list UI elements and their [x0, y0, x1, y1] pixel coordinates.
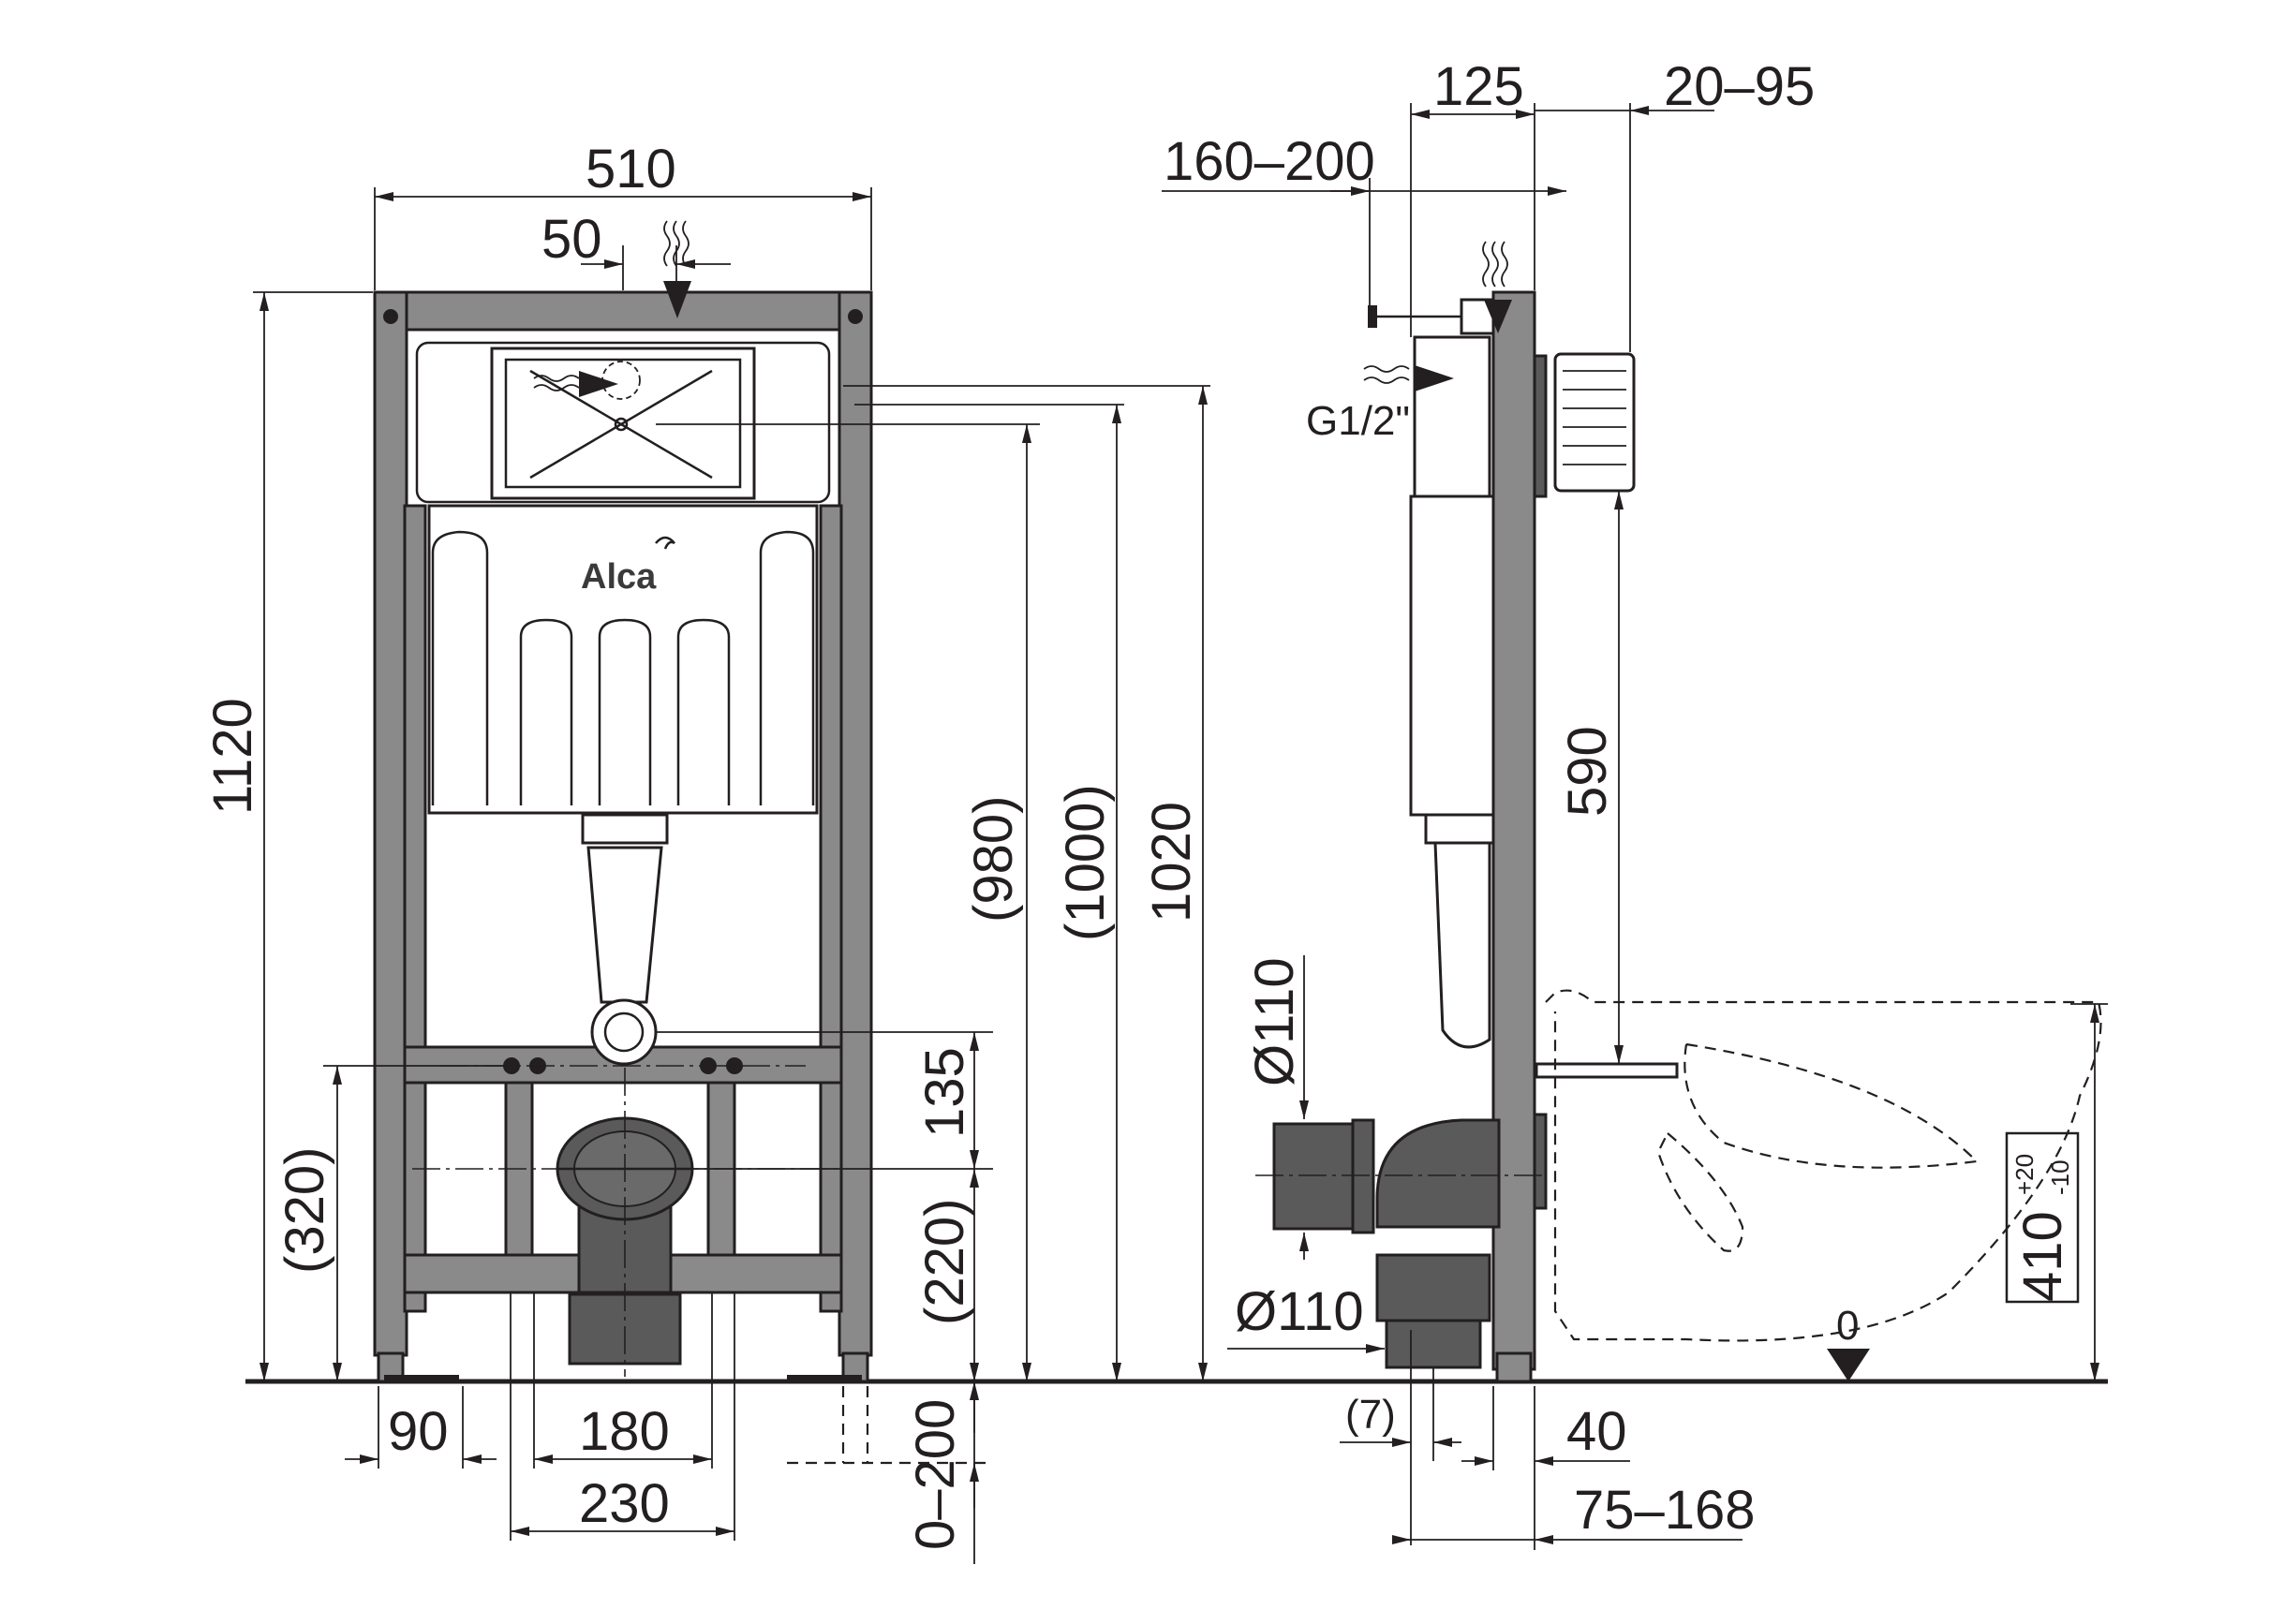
- tol-minus: -10: [2046, 1159, 2074, 1195]
- flush-mechanism: [415, 341, 831, 504]
- dim-510: 510: [586, 139, 676, 199]
- floor-level-label: 0: [1836, 1303, 1859, 1349]
- side-water-inlet-icon: [1363, 241, 1512, 391]
- dim-50: 50: [541, 209, 602, 270]
- dim-1020: 1020: [1141, 802, 1202, 923]
- tol-plus: +20: [2010, 1154, 2039, 1195]
- dim-320: (320): [274, 1147, 335, 1274]
- dim-75-168: 75–168: [1574, 1480, 1756, 1541]
- dim-125: 125: [1433, 56, 1524, 117]
- dim-135: 135: [914, 1047, 975, 1138]
- dim-90: 90: [388, 1401, 449, 1462]
- side-dimensions: 125 20–95 160–200 G1/2" 590 Ø110 Ø110 0: [1162, 56, 2108, 1550]
- dim-20-95: 20–95: [1664, 56, 1815, 117]
- dim-1000: (1000): [1055, 784, 1116, 941]
- water-inlet-icon: [533, 220, 691, 397]
- dim-220: (220): [914, 1199, 975, 1325]
- front-dimensions: 510 50 1120 (320) (980) (1000) 1020 135 …: [202, 139, 1210, 1564]
- diam-110-upper: Ø110: [1244, 957, 1305, 1086]
- dim-410: 410: [2012, 1211, 2073, 1302]
- toilet-bowl-outline: [1545, 989, 2102, 1342]
- dim-1120: 1120: [202, 698, 263, 815]
- drain-connection: [412, 1068, 843, 1377]
- side-frame: [1272, 290, 1679, 1383]
- dim-230: 230: [579, 1473, 670, 1534]
- dim-590: 590: [1557, 726, 1618, 817]
- dim-7: (7): [1345, 1392, 1396, 1438]
- dim-980: (980): [963, 796, 1024, 923]
- dim-40: 40: [1566, 1401, 1627, 1462]
- flush-pipe: [581, 813, 669, 1066]
- diam-110-lower: Ø110: [1235, 1281, 1364, 1342]
- cistern: Alca: [427, 504, 819, 815]
- dim-160-200: 160–200: [1164, 131, 1375, 192]
- dim-180: 180: [579, 1401, 670, 1462]
- brand-logo: Alca: [581, 557, 657, 597]
- dim-0-200: 0–200: [905, 1399, 966, 1550]
- thread-label: G1/2": [1306, 398, 1410, 444]
